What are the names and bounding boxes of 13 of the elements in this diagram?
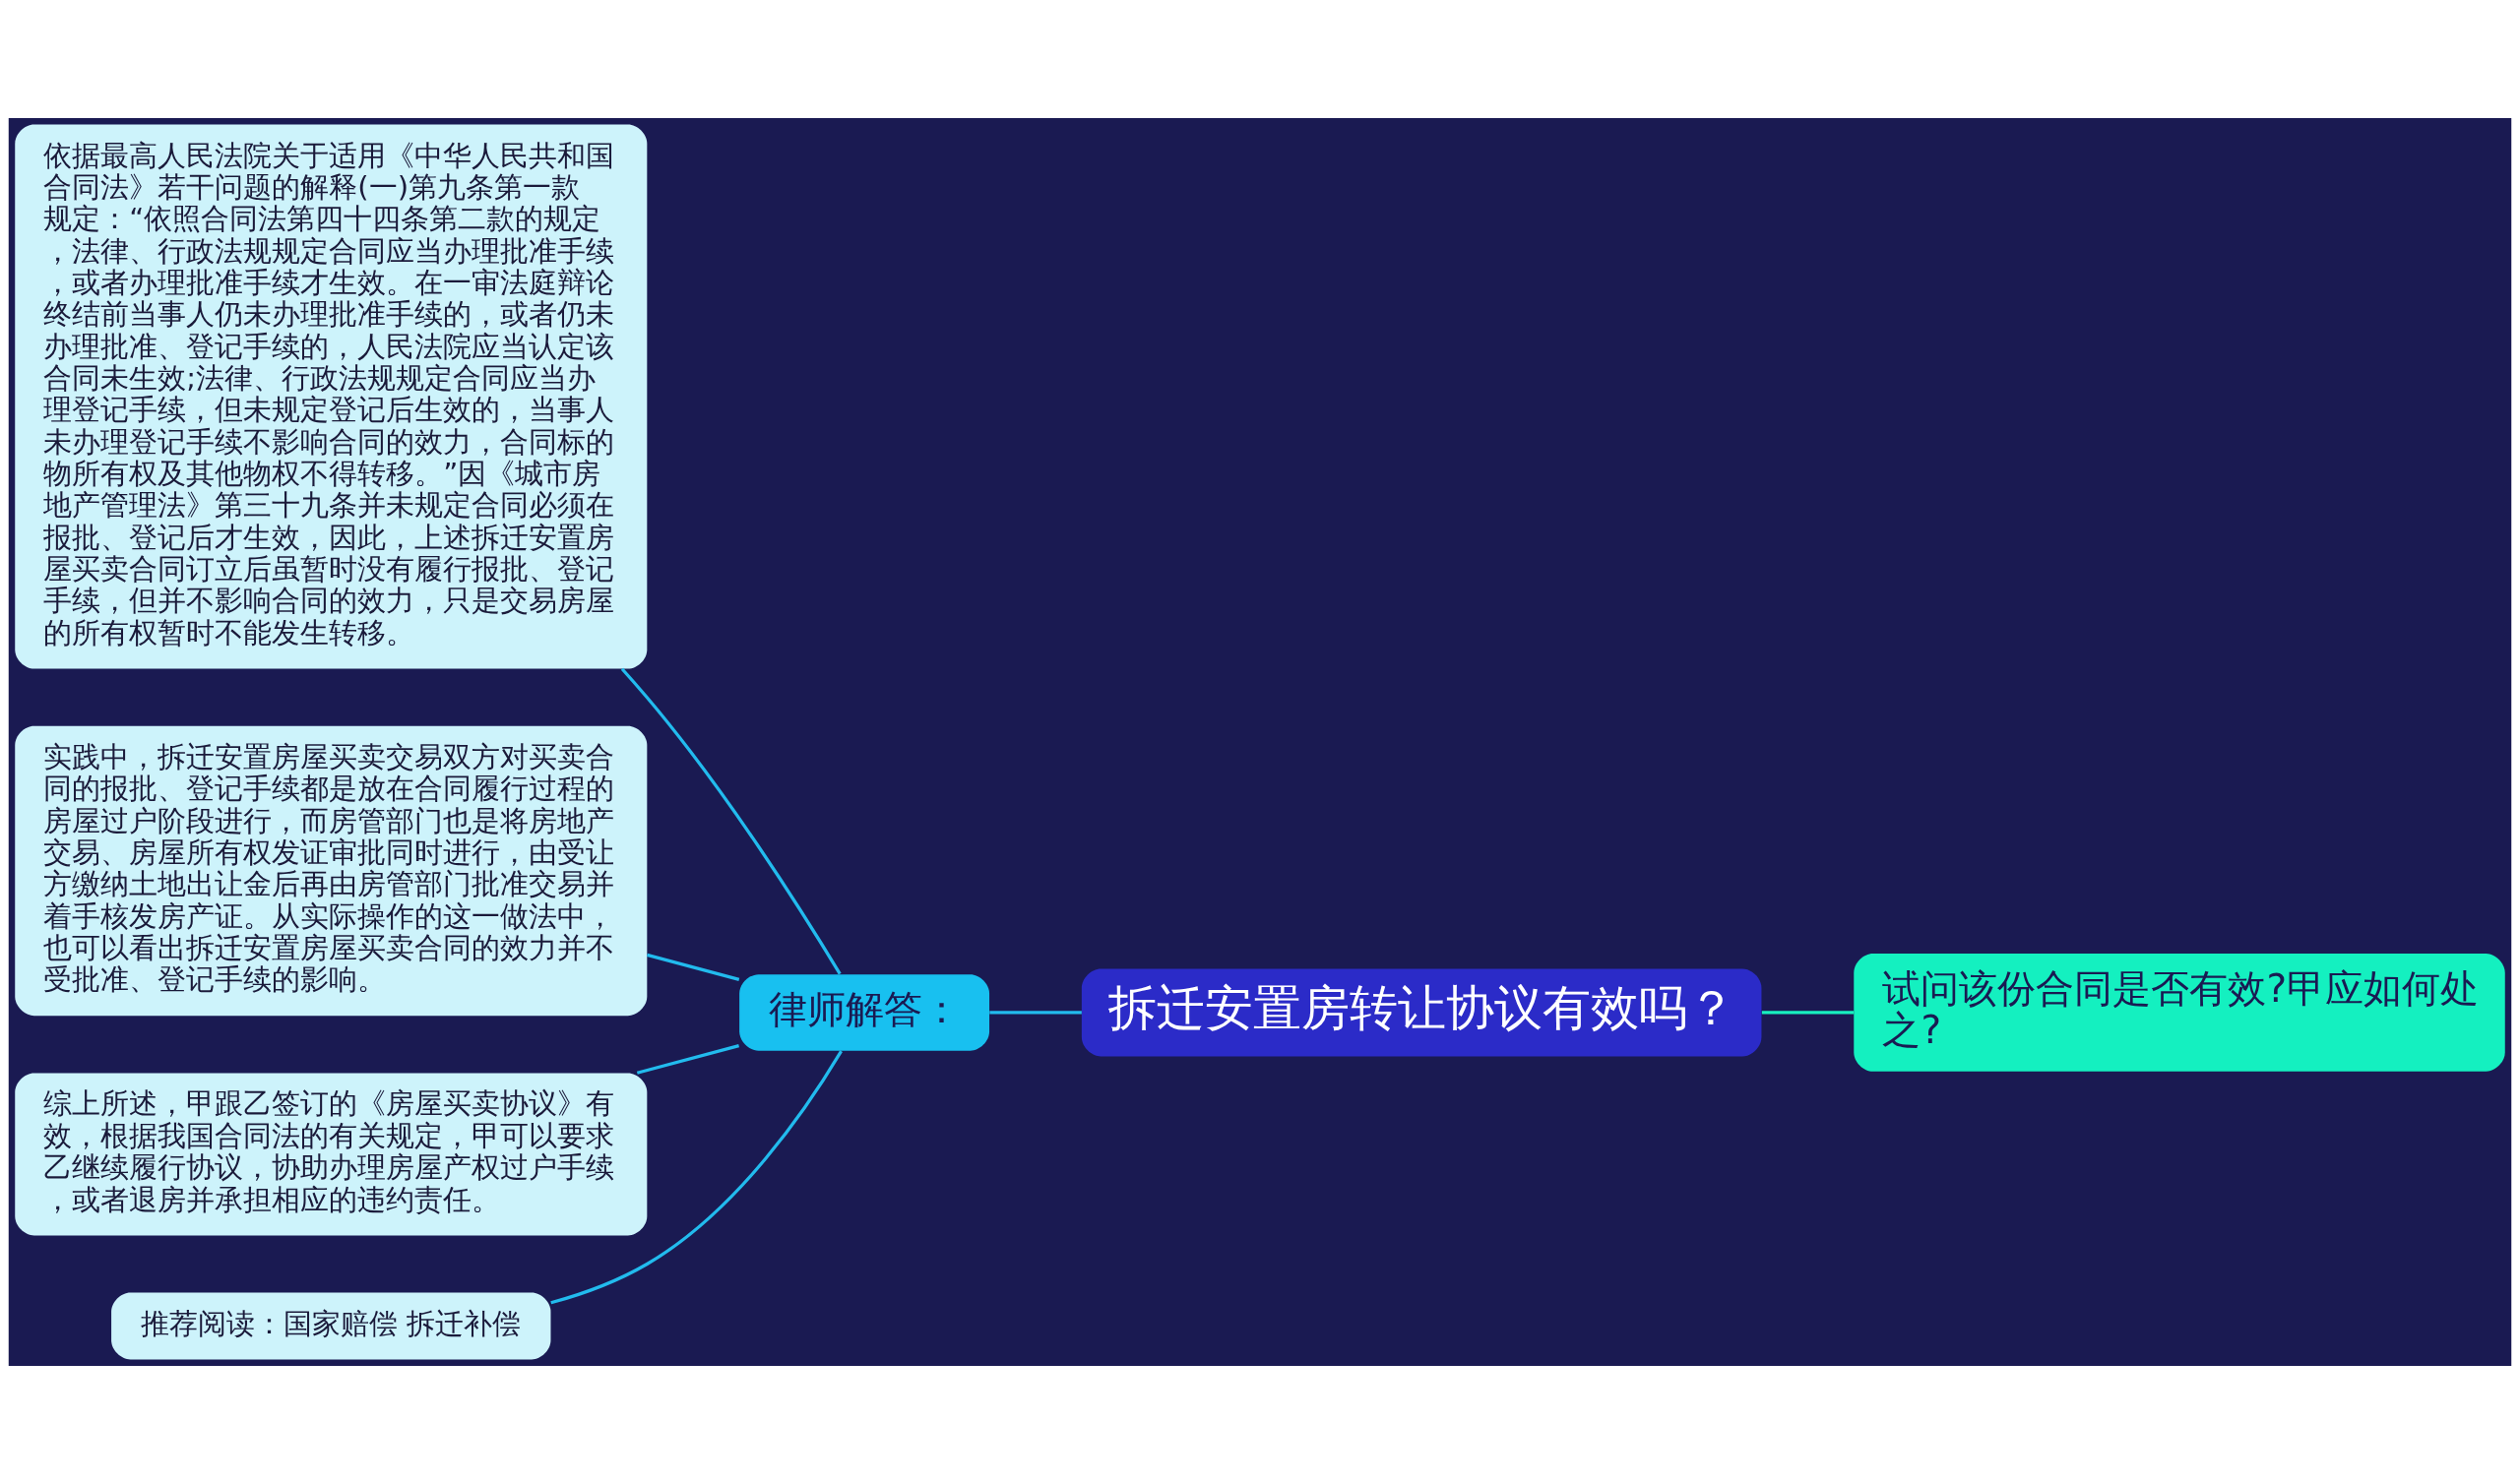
node-box: 试问该份合同是否有效?甲应如何处之? [1854, 954, 2505, 1072]
connector [647, 953, 740, 981]
connector [989, 1011, 1082, 1015]
node-box: 拆迁安置房转让协议有效吗？ [1081, 968, 1762, 1057]
node-box: 实践中，拆迁安置房屋买卖交易双方对买卖合同的报批、登记手续都是放在合同履行过程的房屋过户阶段进行，而房管部门也是将房地产交易、房屋所有权发证审批同时进行，由受让方缴纳土地出让金后再由房管部门批准交易并着手核发房产证。从实际操作的这一做法中，也可以看出拆迁安置房屋买卖合同的效力并不受批准、登记手续的影响。 [15, 725, 648, 1017]
node-box: 综上所述，甲跟乙签订的《房屋买卖协议》有效，根据我国合同法的有关规定，甲可以要求乙继续履行协议，协助办理房屋产权过户手续，或者退房并承担相应的违约责任。 [15, 1073, 648, 1236]
connector [1761, 1011, 1855, 1015]
connector [636, 1044, 739, 1075]
node-box: 依据最高人民法院关于适用《中华人民共和国合同法》若干问题的解释(一)第九条第一款规定：“依照合同法第四十四条第二款的规定，法律、行政法规规定合同应当办理批准手续，或者办理批准手续才生效。在一审法庭辩论终结前当事人仍未办理批准手续的，或者仍未办理批准、登记手续的，人民法院应当认定该合同未生效;法律、行政法规规定合同应当办理登记手续，但未规定登记后生效的，当事人未办理登记手续不影响合同的效力，合同标的物所有权及其他物权不得转移。”因《城市房地产管理法》第三十九条并未规定合同必须在报批、登记后才生效，因此，上述拆迁安置房屋买卖合同订立后虽暂时没有履行报批、登记手续，但并不影响合同的效力，只是交易房屋的所有权暂时不能发生转移。 [15, 124, 648, 669]
node-box: 推荐阅读：国家赔偿 拆迁补偿 [111, 1292, 551, 1360]
connector [550, 1050, 843, 1305]
node-box: 律师解答： [739, 974, 990, 1051]
connector [620, 667, 842, 975]
